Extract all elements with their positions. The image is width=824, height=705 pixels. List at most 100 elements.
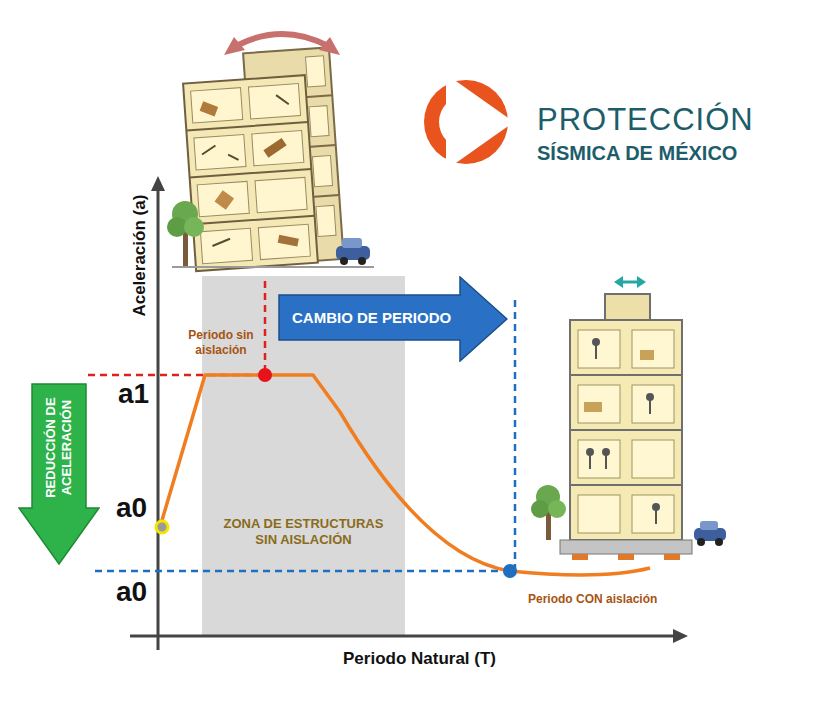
period-change-arrow: CAMBIO DE PERIODO bbox=[278, 276, 508, 362]
drawing-part bbox=[578, 330, 620, 368]
drawing-part bbox=[605, 455, 607, 469]
drawing-part bbox=[200, 228, 252, 263]
drawing-part bbox=[632, 385, 674, 423]
car bbox=[336, 238, 370, 265]
drawing-part bbox=[589, 455, 591, 469]
drawing-part bbox=[215, 190, 235, 210]
axis-title: Periodo Natural (T) bbox=[343, 648, 496, 669]
drawing-part bbox=[200, 101, 219, 116]
drawing-part bbox=[336, 246, 370, 260]
drawing-part bbox=[595, 345, 597, 359]
drawing-part bbox=[197, 181, 249, 216]
drawing-part bbox=[632, 495, 674, 533]
drawing-part bbox=[548, 500, 566, 518]
drawing-part bbox=[183, 75, 318, 271]
drawing-part bbox=[255, 177, 307, 212]
drawing-part bbox=[130, 635, 676, 638]
tree bbox=[167, 201, 204, 266]
drawing-part bbox=[258, 224, 310, 259]
drawing-part bbox=[655, 510, 657, 524]
logo-mark bbox=[424, 74, 514, 170]
drawing-part bbox=[584, 402, 602, 412]
node-text: REDUCCIÓN DE ACELERACIÓN bbox=[43, 392, 74, 502]
tree bbox=[531, 485, 566, 540]
axes bbox=[130, 176, 688, 650]
isolated-building bbox=[560, 294, 692, 560]
drawing-part bbox=[632, 330, 674, 368]
sway-arrow bbox=[224, 34, 340, 55]
drawing-part bbox=[614, 276, 623, 288]
drawing-part bbox=[191, 88, 243, 123]
drawing-part bbox=[697, 538, 705, 546]
car bbox=[694, 521, 726, 546]
drawing-part bbox=[278, 235, 299, 247]
period-note: Periodo CON aislación bbox=[528, 592, 657, 607]
value-label: a0 bbox=[116, 578, 147, 606]
drawing-part bbox=[587, 339, 659, 524]
drawing-part bbox=[236, 34, 328, 46]
red-guide-line bbox=[88, 276, 265, 375]
drawing-part bbox=[605, 294, 650, 320]
drawing-part bbox=[587, 449, 593, 455]
logo-cut bbox=[446, 74, 514, 170]
small-sway-arrow bbox=[614, 276, 646, 288]
drawing-part bbox=[572, 554, 588, 560]
drawing-part bbox=[309, 106, 329, 137]
drawing-part bbox=[647, 394, 653, 400]
blue-dot bbox=[503, 564, 517, 578]
drawing-part bbox=[224, 37, 245, 55]
value-label: a0 bbox=[116, 494, 147, 522]
drawing-part bbox=[578, 385, 620, 423]
drawing-part bbox=[248, 84, 300, 119]
acceleration-reduction-arrow: REDUCCIÓN DE ACELERACIÓN bbox=[18, 383, 100, 565]
drawing-part bbox=[649, 400, 651, 414]
drawing-part bbox=[184, 217, 204, 237]
drawing-part bbox=[194, 135, 246, 170]
drawing-part bbox=[632, 440, 674, 478]
drawing-part bbox=[531, 500, 549, 518]
start-dot bbox=[156, 521, 168, 533]
drawing-part bbox=[603, 449, 609, 455]
drawing-part bbox=[637, 276, 646, 288]
value-label: a1 bbox=[118, 380, 149, 408]
drawing-part bbox=[319, 37, 340, 55]
arrow-fill bbox=[19, 384, 99, 564]
axis-title: Aceleración (a) bbox=[129, 194, 150, 316]
drawing-part bbox=[186, 122, 314, 224]
brand-subtitle: SÍSMICA DE MÉXICO bbox=[537, 143, 737, 163]
drawing-part bbox=[560, 540, 692, 554]
drawing-part bbox=[622, 281, 638, 284]
drawing-part bbox=[664, 554, 680, 560]
drawing-part bbox=[306, 56, 326, 87]
drawing-part bbox=[157, 188, 160, 650]
drawing-part bbox=[340, 257, 348, 265]
node-text: CAMBIO DE PERIODO bbox=[292, 309, 451, 327]
brand-name: PROTECCIÓN bbox=[537, 104, 754, 135]
drawing-part bbox=[263, 138, 286, 158]
drawing-part bbox=[312, 156, 332, 187]
spectrum-curve bbox=[160, 375, 650, 575]
period-note: Periodo sin aislación bbox=[180, 328, 262, 358]
node-text: ZONA DE ESTRUCTURAS SIN AISLACIÓN bbox=[216, 516, 391, 547]
drawing-part bbox=[358, 257, 366, 265]
drawing-part bbox=[198, 94, 298, 246]
red-dot bbox=[258, 368, 272, 382]
blue-guide-line bbox=[95, 296, 515, 571]
drawing-part bbox=[316, 205, 336, 236]
drawing-part bbox=[342, 238, 362, 248]
drawing-part bbox=[252, 130, 304, 165]
drawing-part bbox=[700, 521, 718, 530]
drawing-part bbox=[618, 554, 634, 560]
shaking-building bbox=[181, 47, 344, 271]
arrow-fill bbox=[279, 277, 507, 361]
drawing-part bbox=[640, 350, 654, 360]
drawing-part bbox=[578, 495, 620, 533]
drawing-part bbox=[653, 504, 659, 510]
ground-line bbox=[172, 266, 374, 268]
drawing-part bbox=[715, 538, 723, 546]
drawing-part bbox=[593, 339, 599, 345]
drawing-part bbox=[673, 629, 688, 643]
drawing-part bbox=[570, 320, 682, 540]
drawing-part bbox=[151, 176, 165, 191]
